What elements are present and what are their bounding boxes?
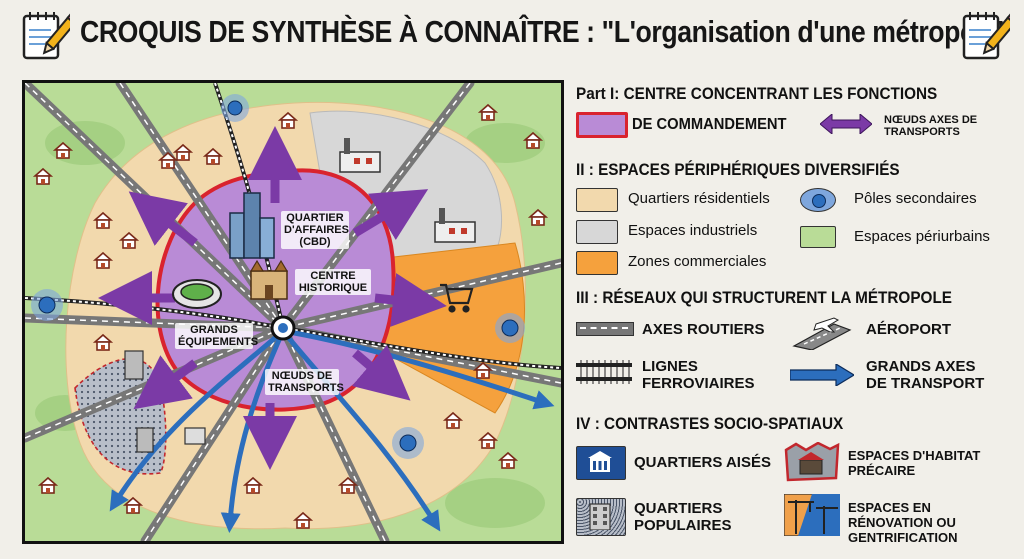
rail-ties [576, 360, 632, 384]
header: CROQUIS DE SYNTHÈSE À CONNAÎTRE : "L'org… [0, 0, 1024, 72]
legend-commercial-label: Zones commerciales [628, 253, 767, 270]
legend-renovation-label: ESPACES EN RÉNOVATION OU GENTRIFICATION [848, 500, 958, 545]
command-arrows [98, 126, 447, 470]
legend-precarious-label: ESPACES D'HABITAT PRÉCAIRE [848, 448, 981, 478]
stadium-icon [172, 279, 222, 309]
legend-roads-label: AXES ROUTIERS [642, 321, 765, 338]
crane-icon [784, 494, 840, 536]
legend-part2-title: II : ESPACES PÉRIPHÉRIQUES DIVERSIFIÉS [576, 160, 900, 179]
legend-major-axes-label: GRANDS AXES DE TRANSPORT [866, 358, 985, 392]
wealthy-building-icon [588, 451, 612, 472]
metropolis-map: QUARTIER D'AFFAIRES (CBD) CENTRE HISTORI… [22, 80, 564, 544]
legend-poles-label: Pôles secondaires [854, 190, 977, 207]
legend-residential-label: Quartiers résidentiels [628, 190, 770, 207]
commercial-swatch [576, 251, 618, 275]
major-axis-arrow-icon [790, 364, 854, 386]
transport-node-icon [270, 315, 296, 341]
major-equipment-label: GRANDS ÉQUIPEMENTS [175, 323, 258, 349]
double-arrow-icon [820, 114, 872, 134]
legend-rail-label: LIGNES FERROVIAIRES [642, 358, 755, 392]
road-swatch [576, 322, 634, 336]
legend-part3-title: III : RÉSEAUX QUI STRUCTURENT LA MÉTROPO… [576, 288, 953, 307]
popular-building-icon [124, 350, 206, 453]
popular-building-icon [589, 503, 611, 530]
factory-icon [434, 208, 476, 243]
legend-part4-title: IV : CONTRASTES SOCIO-SPATIAUX [576, 414, 844, 433]
legend: Part I: CENTRE CONCENTRANT LES FONCTIONS… [572, 80, 1018, 550]
page-title: CROQUIS DE SYNTHÈSE À CONNAÎTRE : "L'org… [80, 14, 1010, 49]
notepad-icon [962, 12, 1010, 60]
historic-building-icon [249, 259, 289, 300]
legend-airport-label: AÉROPORT [866, 321, 952, 338]
legend-periurban-label: Espaces périurbains [854, 228, 990, 245]
skyscraper-icon [229, 192, 275, 259]
industrial-swatch [576, 220, 618, 244]
cbd-label: QUARTIER D'AFFAIRES (CBD) [281, 211, 349, 249]
legend-part1-title: Part I: CENTRE CONCENTRANT LES FONCTIONS [576, 84, 938, 103]
road-dashes [580, 327, 628, 329]
map-canvas [25, 83, 561, 541]
legend-popular-label: QUARTIERS POPULAIRES [634, 500, 732, 534]
legend-nodes-label: NŒUDS AXES DE TRANSPORTS [884, 114, 978, 138]
precarious-housing-icon [784, 442, 840, 482]
secondary-pole-swatch [800, 188, 836, 212]
notepad-icon [22, 12, 70, 60]
airplane-icon [792, 317, 852, 350]
cart-icon [440, 283, 474, 313]
transport-node-label: NŒUDS DE TRANSPORTS [265, 369, 344, 395]
legend-command-label: DE COMMANDEMENT [632, 116, 787, 133]
pole-dot [812, 194, 826, 208]
legend-wealthy-label: QUARTIERS AISÉS [634, 454, 771, 471]
secondary-pole [31, 94, 525, 459]
periurban-swatch [800, 226, 836, 248]
historic-center-label: CENTRE HISTORIQUE [295, 269, 371, 295]
legend-industrial-label: Espaces industriels [628, 222, 758, 239]
factory-icon [339, 138, 381, 173]
command-center-swatch [576, 112, 628, 138]
residential-swatch [576, 188, 618, 212]
